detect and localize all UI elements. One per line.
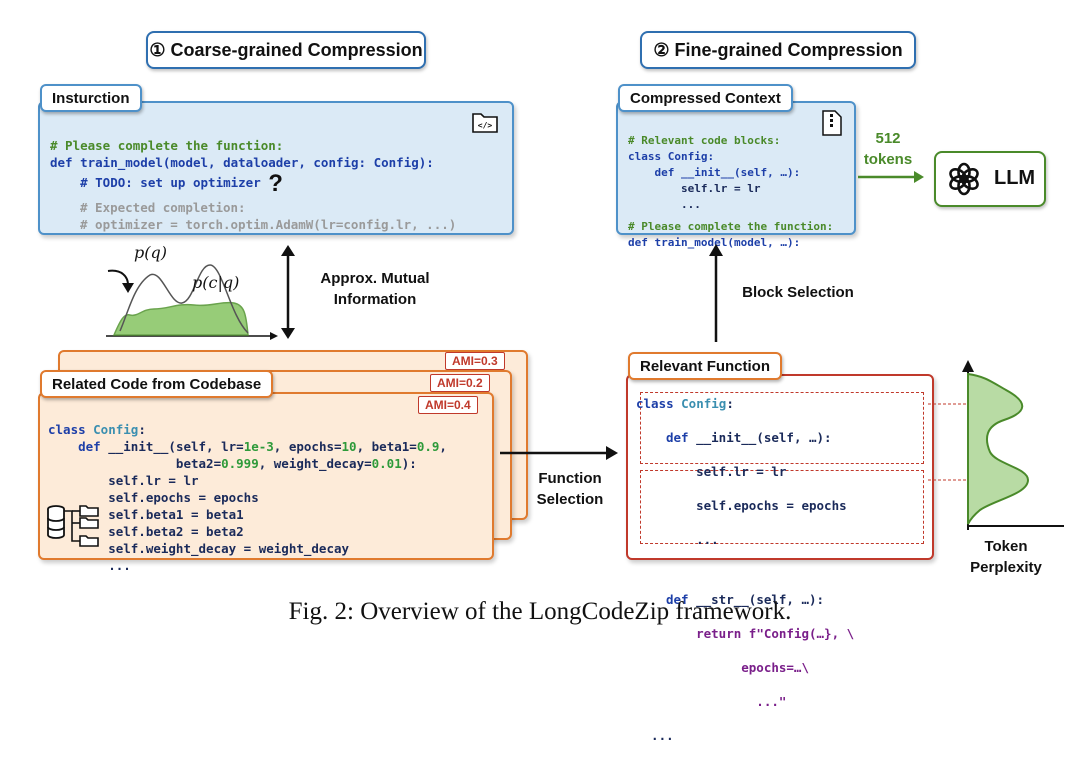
relevant-code: class Config: def __init__(self, …): sel… (636, 378, 854, 761)
function-selection-label: Function Selection (520, 468, 620, 510)
code-token: beta2= (48, 456, 222, 471)
instruction-line: def train_model(model, dataloader, confi… (50, 155, 434, 170)
svg-text:</>: </> (478, 121, 493, 130)
block-selection-label: Block Selection (742, 284, 854, 301)
perplexity-plot (928, 360, 1064, 530)
codebase-tree-icon (47, 505, 99, 547)
code-token: def (48, 439, 109, 454)
compressed-line: def __init__(self, …): (628, 166, 801, 179)
compressed-line: # Relevant code blocks: (628, 134, 781, 147)
instruction-label: Insturction (40, 84, 142, 112)
mutual-information-plot (106, 264, 278, 340)
code-line: self.beta1 = beta1 (48, 507, 244, 522)
mi-label-line: Approx. Mutual (320, 270, 430, 287)
relevant-function-box (626, 374, 934, 560)
related-code: class Config: def __init__(self, lr=1e-3… (48, 404, 447, 591)
compressed-code: # Relevant code blocks: class Config: def… (628, 117, 833, 267)
compressed-box (616, 101, 856, 235)
function-selection-arrow (500, 446, 618, 460)
mutual-information-label: Approx. Mutual Information (306, 268, 444, 310)
llm-logo-icon (949, 162, 979, 196)
code-token: class (636, 396, 682, 411)
llm-label: LLM (994, 167, 1036, 189)
related-box-front (38, 392, 494, 560)
ami-badge: AMI=0.2 (430, 374, 490, 392)
token-perplexity-label: Token Perplexity (946, 536, 1066, 578)
block-selection-arrow (709, 244, 723, 342)
llm-box: LLM (934, 151, 1046, 207)
compressed-line: class Config: (628, 150, 715, 163)
code-token: __str__(self, …): (696, 592, 825, 607)
code-token: , weight_decay= (258, 456, 372, 471)
code-line: self.lr = lr (48, 473, 199, 488)
code-token: def (666, 430, 697, 445)
block-highlight (640, 392, 924, 464)
code-token: : (138, 422, 146, 437)
code-token: Config (93, 422, 139, 437)
code-token: 0.01 (371, 456, 402, 471)
ami-badge: AMI=0.4 (418, 396, 478, 414)
code-line: ... (48, 558, 131, 573)
compressed-line: def train_model(model, …): (628, 236, 801, 249)
code-line: self.weight_decay = weight_decay (48, 541, 350, 556)
code-token: ): (401, 456, 417, 471)
function-selection-line: Selection (536, 491, 604, 508)
code-token: , epochs= (273, 439, 342, 454)
block-highlight (640, 470, 924, 544)
code-token: , beta1= (356, 439, 417, 454)
function-selection-line: Function (538, 470, 602, 487)
pq-label: p(q) (134, 243, 167, 262)
code-token: , (439, 439, 447, 454)
ami-badge: AMI=0.3 (445, 352, 505, 370)
code-line: self.epochs = epochs (666, 498, 847, 513)
code-line: ... (666, 532, 719, 547)
coarse-title: ① Coarse-grained Compression (146, 31, 426, 69)
fine-title: ② Fine-grained Compression (640, 31, 916, 69)
code-token: 1e-3 (243, 439, 274, 454)
mi-label-line: Information (333, 291, 417, 308)
code-line: ... (636, 728, 674, 743)
code-token: 0.999 (221, 456, 259, 471)
instruction-line: # optimizer = torch.optim.AdamW(lr=confi… (80, 217, 457, 232)
code-line: epochs=…\ (666, 660, 809, 675)
code-token: def (666, 592, 697, 607)
instruction-todo-row: # TODO: set up optimizer ? (50, 171, 456, 196)
code-token: class (48, 422, 94, 437)
code-token: __init__(self, lr= (108, 439, 244, 454)
related-label: Related Code from Codebase (40, 370, 274, 398)
tokens-count: 512 (875, 130, 901, 147)
code-token: return (666, 626, 749, 641)
code-token: 10 (341, 439, 357, 454)
instruction-line: # Expected completion: (80, 200, 246, 215)
compressed-line: # Please complete the function: (628, 220, 834, 233)
instruction-line: # Please complete the function: (50, 138, 284, 153)
code-token: 0.9 (416, 439, 440, 454)
question-mark: ? (268, 170, 283, 197)
tokens-word: tokens (863, 151, 913, 168)
perplexity-line: Token (984, 538, 1028, 555)
relevant-function-label: Relevant Function (628, 352, 783, 380)
instruction-code: # Please complete the function: def train… (50, 120, 456, 250)
compressed-label: Compressed Context (618, 84, 793, 112)
instruction-line: # TODO: set up optimizer (50, 175, 261, 190)
instruction-box (38, 101, 514, 235)
compressed-line: self.lr = lr (628, 182, 761, 195)
code-token: f"Config(…}, \ (748, 626, 855, 641)
pcq-label: p(c|q) (192, 273, 240, 292)
figure-caption: Fig. 2: Overview of the LongCodeZip fram… (288, 598, 792, 625)
code-token: __init__(self, …): (696, 430, 832, 445)
code-line: self.beta2 = beta2 (48, 524, 244, 539)
code-token: Config (681, 396, 727, 411)
code-line: self.lr = lr (666, 464, 787, 479)
zip-file-icon (821, 110, 843, 136)
mutual-information-arrow (281, 245, 295, 339)
code-folder-icon: </> (471, 110, 499, 134)
compressed-line: ... (628, 198, 701, 211)
code-line: self.epochs = epochs (48, 490, 259, 505)
code-token: : (726, 396, 734, 411)
perplexity-line: Perplexity (970, 559, 1042, 576)
code-line: ..." (666, 694, 787, 709)
tokens-arrow (858, 171, 924, 183)
